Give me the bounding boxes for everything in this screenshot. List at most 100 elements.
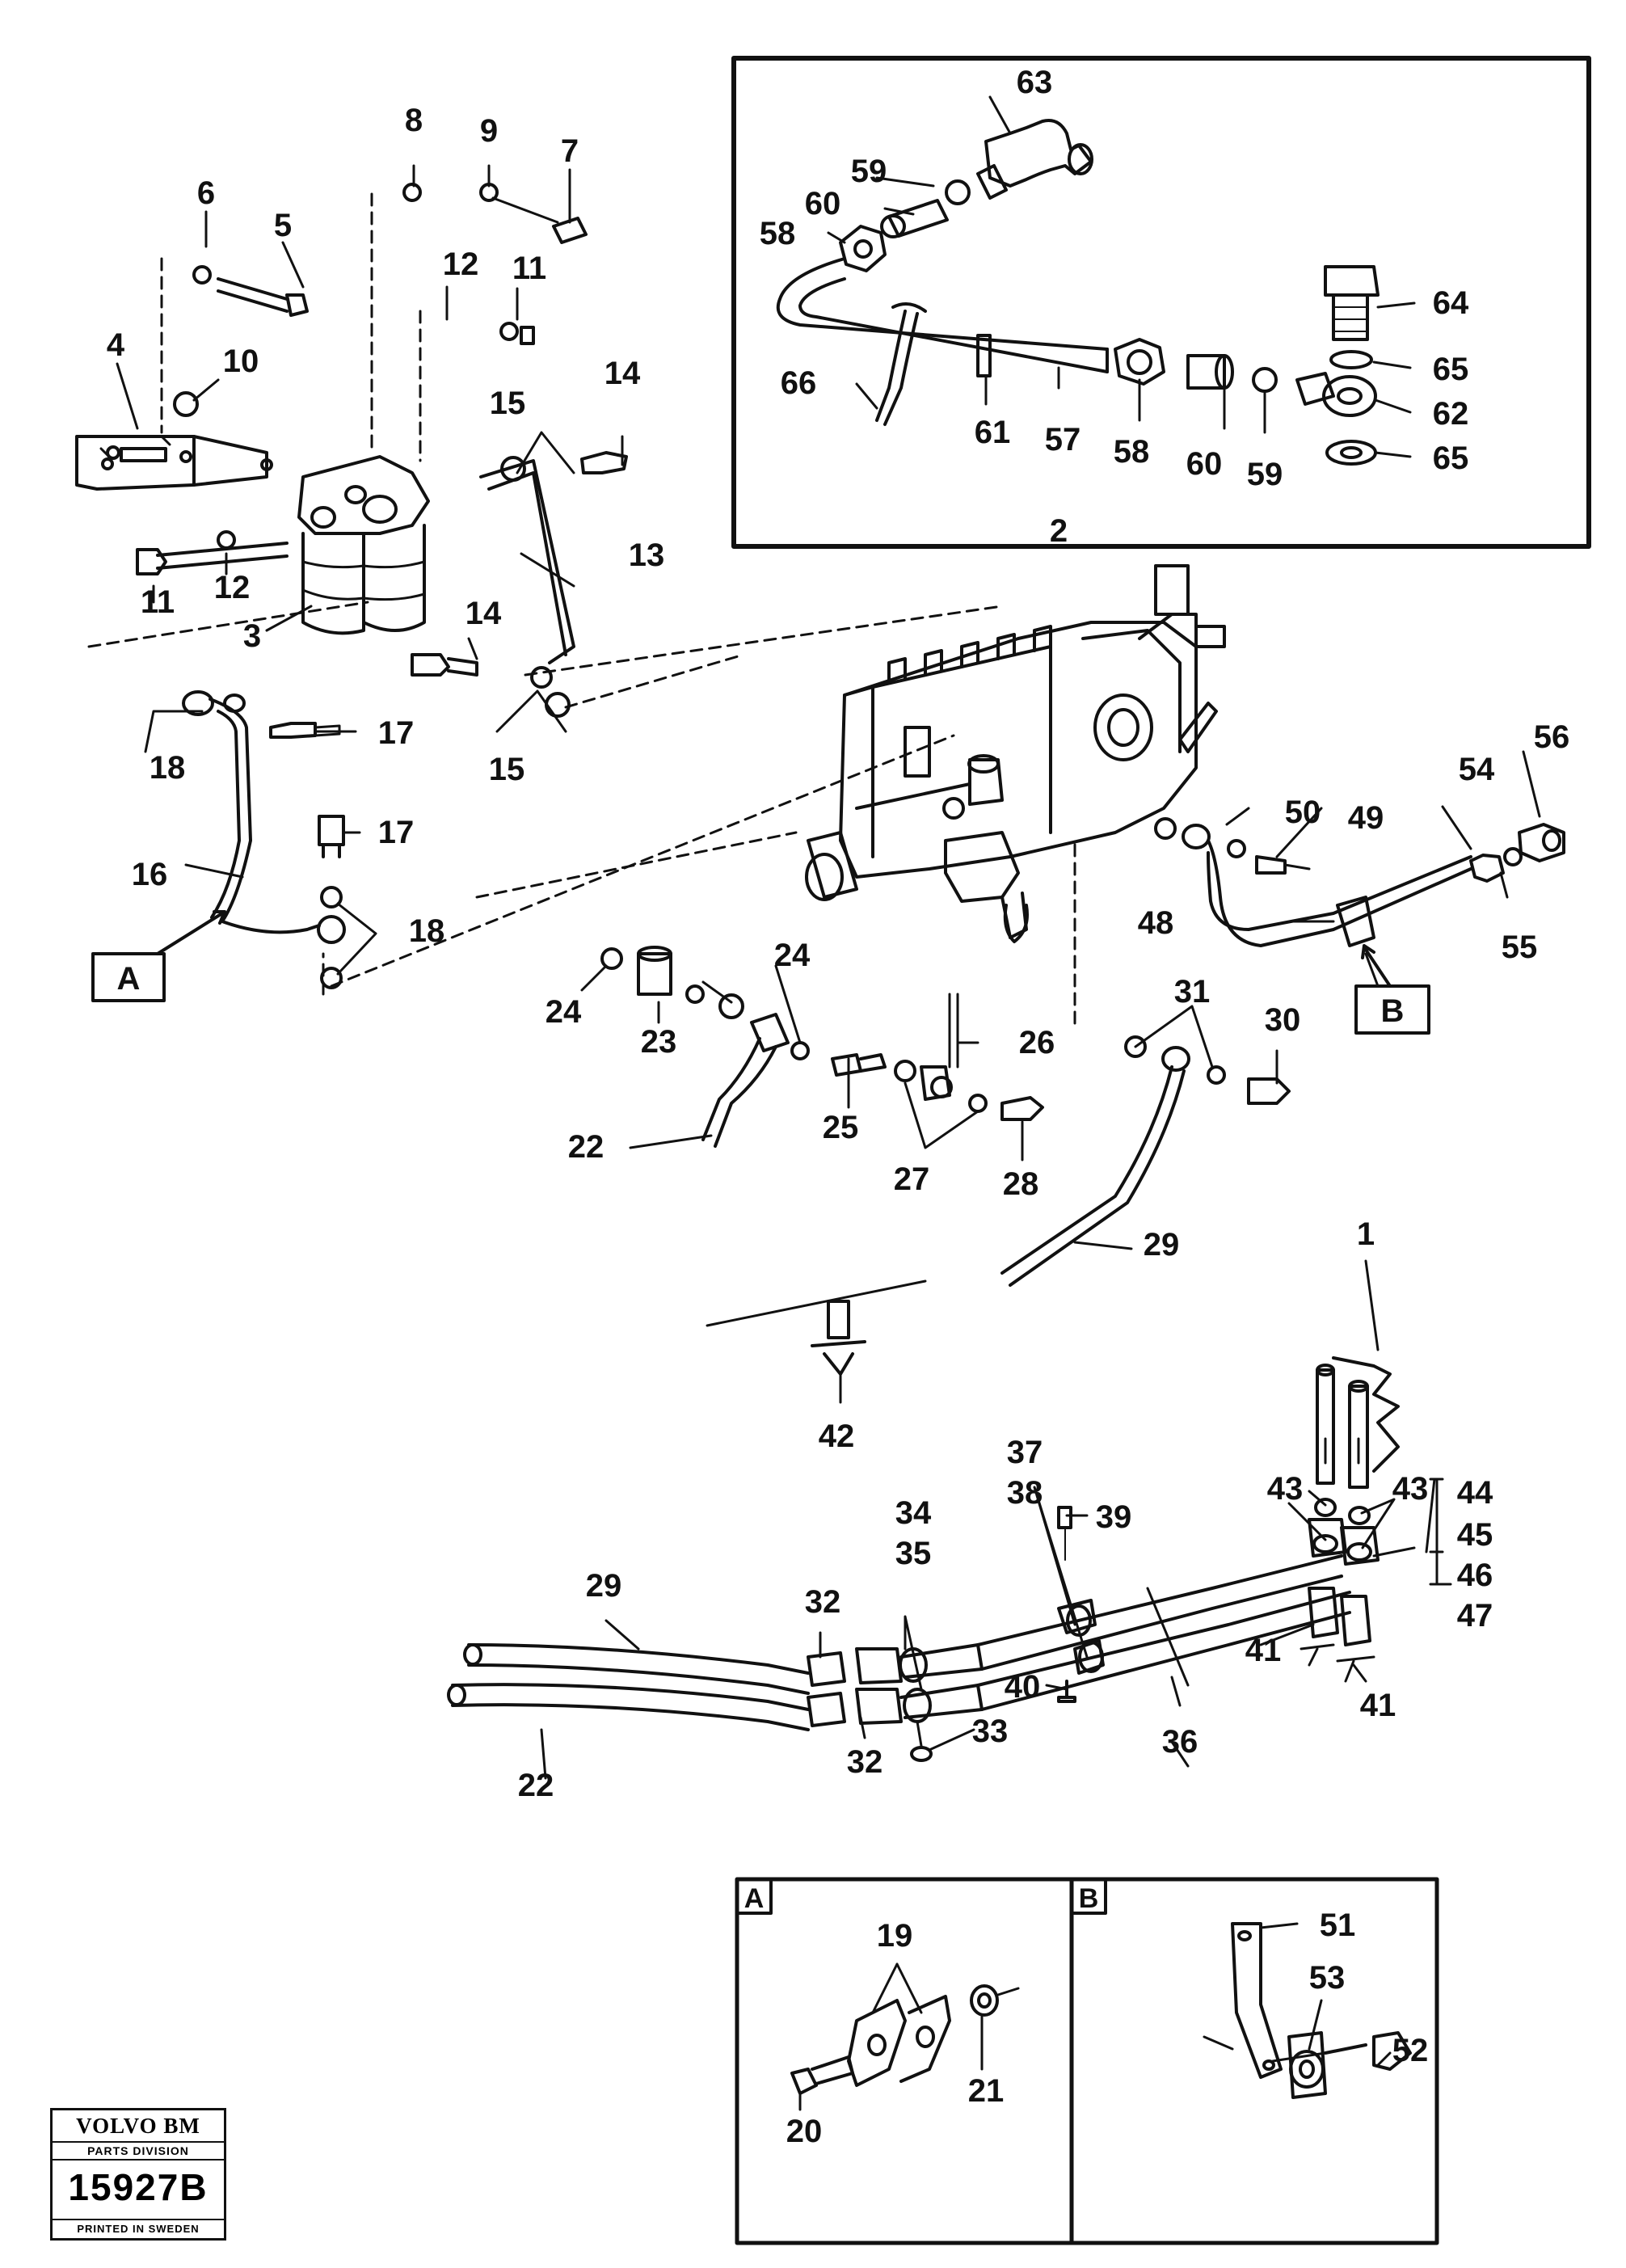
detail-box-a-tag	[735, 1878, 773, 1915]
callout-32-lower: 32	[847, 1744, 883, 1780]
callout-15: 15	[490, 386, 526, 421]
callout-30: 30	[1265, 1002, 1301, 1038]
callout-57: 57	[1045, 422, 1081, 457]
detail-box-b-frame	[1069, 1877, 1439, 2245]
callout-64: 64	[1433, 285, 1469, 321]
callout-21: 21	[968, 2073, 1005, 2109]
callout-60: 60	[805, 186, 841, 221]
callout-17-lower: 17	[378, 815, 415, 850]
callout-22: 22	[568, 1129, 604, 1165]
callout-39: 39	[1096, 1499, 1132, 1535]
callout-33: 33	[972, 1714, 1009, 1749]
callout-28: 28	[1003, 1166, 1039, 1202]
stamp-drawing-number: 15927B	[68, 2166, 209, 2208]
callout-6: 6	[197, 175, 215, 211]
callout-16: 16	[132, 857, 168, 892]
callout-59: 59	[851, 154, 887, 189]
detail-ref-b-frame	[1354, 984, 1430, 1035]
detail-ref-b-letter: B	[1381, 993, 1405, 1029]
callout-11: 11	[141, 584, 175, 620]
callout-25: 25	[823, 1110, 859, 1145]
callout-labels: 1 2 3 4 5 6 7 8 9 10 11 11 12 12 13 14 1…	[107, 65, 1569, 2149]
stamp-brand: VOLVO BM	[53, 2110, 224, 2143]
callout-52: 52	[1392, 2033, 1429, 2068]
callout-19: 19	[877, 1918, 913, 1954]
callout-4: 4	[107, 327, 125, 363]
callout-34: 34	[895, 1495, 932, 1531]
callout-23: 23	[641, 1024, 677, 1060]
callout-12-upper: 12	[443, 247, 479, 282]
detail-ref-a-letter: A	[117, 961, 141, 997]
callout-35: 35	[895, 1536, 932, 1571]
callout-14-lower: 14	[465, 596, 502, 631]
detail-ref-a-frame	[91, 952, 166, 1002]
stamp-division: PARTS DIVISION	[53, 2143, 224, 2161]
callout-58-lower: 58	[1114, 434, 1150, 470]
callout-48: 48	[1138, 905, 1174, 941]
callout-22-lower: 22	[518, 1768, 554, 1803]
detail-box-b-letter: B	[1079, 1883, 1099, 1914]
callout-17: 17	[378, 715, 415, 751]
callout-36: 36	[1162, 1724, 1198, 1760]
callout-40: 40	[1005, 1669, 1041, 1705]
callout-7: 7	[561, 133, 579, 169]
callout-65-lower: 65	[1433, 441, 1469, 476]
callout-13: 13	[629, 537, 665, 573]
callout-51: 51	[1320, 1908, 1356, 1943]
volvo-bm-stamp: VOLVO BM PARTS DIVISION 15927B PRINTED I…	[50, 2108, 226, 2241]
callout-32: 32	[805, 1584, 841, 1620]
callout-8: 8	[405, 103, 423, 138]
callout-41-lower: 41	[1360, 1688, 1396, 1723]
callout-61: 61	[975, 415, 1011, 450]
callout-27: 27	[894, 1161, 930, 1197]
callout-43: 43	[1267, 1471, 1304, 1507]
callout-46: 46	[1457, 1558, 1493, 1593]
callout-49: 49	[1348, 800, 1384, 836]
callout-1: 1	[1357, 1216, 1375, 1252]
callout-14: 14	[604, 356, 641, 391]
detail-reference-letters: A B A B	[117, 961, 1405, 1914]
leader-lines	[116, 95, 1541, 2111]
callout-29: 29	[1144, 1227, 1180, 1263]
callout-59-lower: 59	[1247, 457, 1283, 492]
callout-42: 42	[819, 1419, 855, 1454]
callout-12: 12	[214, 570, 251, 605]
callout-20: 20	[786, 2114, 823, 2149]
detail-box-a-letter: A	[744, 1883, 765, 1914]
callout-43-right: 43	[1392, 1471, 1429, 1507]
callout-24-left: 24	[546, 994, 582, 1030]
callout-58: 58	[760, 216, 796, 251]
callout-18-lower: 18	[409, 913, 445, 949]
callout-11-upper: 11	[512, 251, 546, 286]
callout-26: 26	[1019, 1025, 1055, 1060]
callout-3: 3	[243, 618, 261, 654]
callout-24: 24	[774, 938, 811, 973]
callout-55: 55	[1502, 930, 1538, 965]
callout-18: 18	[150, 750, 186, 786]
callout-45: 45	[1457, 1517, 1493, 1553]
callout-38: 38	[1007, 1475, 1043, 1511]
callout-53: 53	[1309, 1960, 1346, 1996]
callout-10: 10	[223, 344, 259, 379]
callout-9: 9	[480, 113, 498, 149]
callout-56: 56	[1534, 719, 1570, 755]
callout-37: 37	[1007, 1435, 1043, 1470]
callout-31: 31	[1174, 974, 1211, 1010]
callout-62: 62	[1433, 396, 1469, 432]
callout-50: 50	[1285, 795, 1321, 830]
stamp-printed: PRINTED IN SWEDEN	[53, 2219, 224, 2238]
detail-box-b-tag	[1070, 1878, 1107, 1915]
callout-2: 2	[1050, 513, 1068, 549]
callout-63: 63	[1017, 65, 1053, 100]
drawing-linework	[75, 56, 1591, 2245]
callout-60-lower: 60	[1186, 446, 1223, 482]
callout-65: 65	[1433, 352, 1469, 387]
callout-5: 5	[274, 208, 292, 243]
callout-15-lower: 15	[489, 752, 525, 787]
callout-47: 47	[1457, 1598, 1493, 1634]
detail-box-top-right	[731, 56, 1591, 549]
callout-66: 66	[781, 365, 817, 401]
callout-54: 54	[1459, 752, 1495, 787]
callout-44: 44	[1457, 1475, 1493, 1511]
